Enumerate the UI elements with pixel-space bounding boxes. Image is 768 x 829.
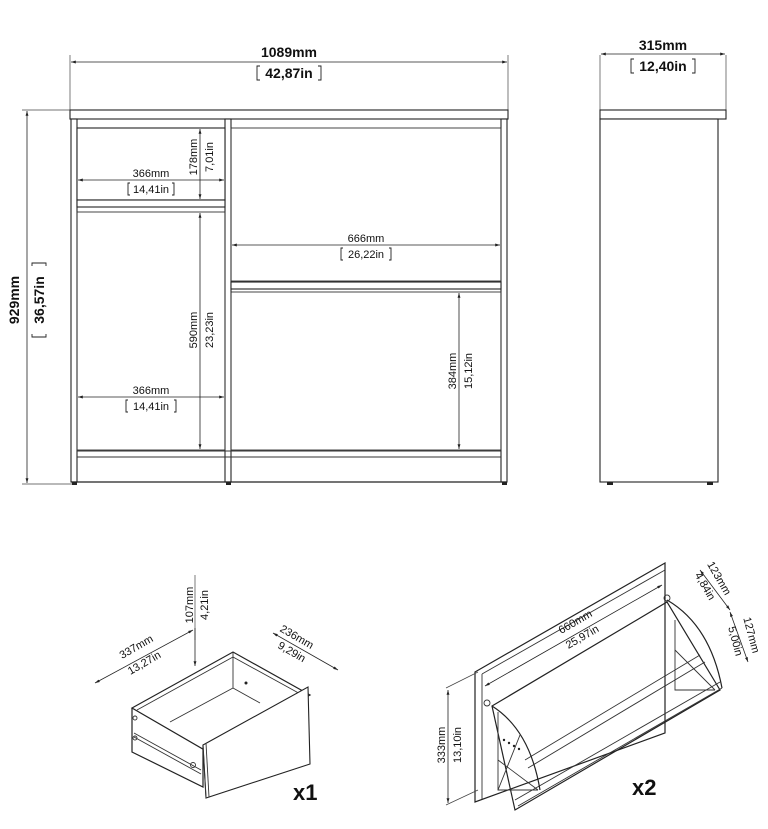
overall-height-mm: 929mm bbox=[6, 276, 22, 324]
drawer-height-mm-iso: 107mm bbox=[184, 587, 196, 624]
right-lower-height-in: 15,12in bbox=[463, 353, 475, 389]
drawer-width-in: 14,41in bbox=[133, 184, 169, 196]
depth-mm: 315mm bbox=[639, 37, 687, 53]
front-view: 1089mm 42,87in 929mm 36, bbox=[6, 44, 509, 485]
side-view: 315mm 12,40in bbox=[599, 37, 727, 485]
right-lower-height-mm: 384mm bbox=[447, 353, 459, 390]
drawer-height-in: 7,01in bbox=[204, 142, 216, 172]
overall-width-mm: 1089mm bbox=[261, 44, 317, 60]
flap-height-mm: 333mm bbox=[436, 727, 448, 764]
overall-width-in: 42,87in bbox=[265, 65, 312, 81]
lower-left-height-mm: 590mm bbox=[188, 312, 200, 349]
lower-left-width-mm: 366mm bbox=[133, 385, 170, 397]
right-width-mm: 666mm bbox=[348, 233, 385, 245]
flap-height-in: 13,10in bbox=[452, 727, 464, 763]
drawer-detail: 107mm 4,21in 337mm 13,27in 236mm 9,29in … bbox=[94, 575, 339, 805]
lower-left-height-in: 23,23in bbox=[204, 312, 216, 348]
lower-left-width-in: 14,41in bbox=[133, 401, 169, 413]
drawer-quantity: x1 bbox=[293, 780, 317, 805]
overall-height-in: 36,57in bbox=[31, 276, 47, 323]
drawer-height-in-iso: 4,21in bbox=[199, 590, 211, 620]
drawer-height-mm: 178mm bbox=[188, 139, 200, 176]
flap-quantity: x2 bbox=[632, 775, 656, 800]
depth-in: 12,40in bbox=[639, 58, 686, 74]
shoe-flap-detail: 660mm 25,97in 333mm 13,10in 123mm 4,84in bbox=[436, 560, 761, 811]
right-width-in: 26,22in bbox=[348, 249, 384, 261]
flap-bottom-depth-in: 5,00in bbox=[725, 625, 744, 657]
drawer-width-mm: 366mm bbox=[133, 168, 170, 180]
